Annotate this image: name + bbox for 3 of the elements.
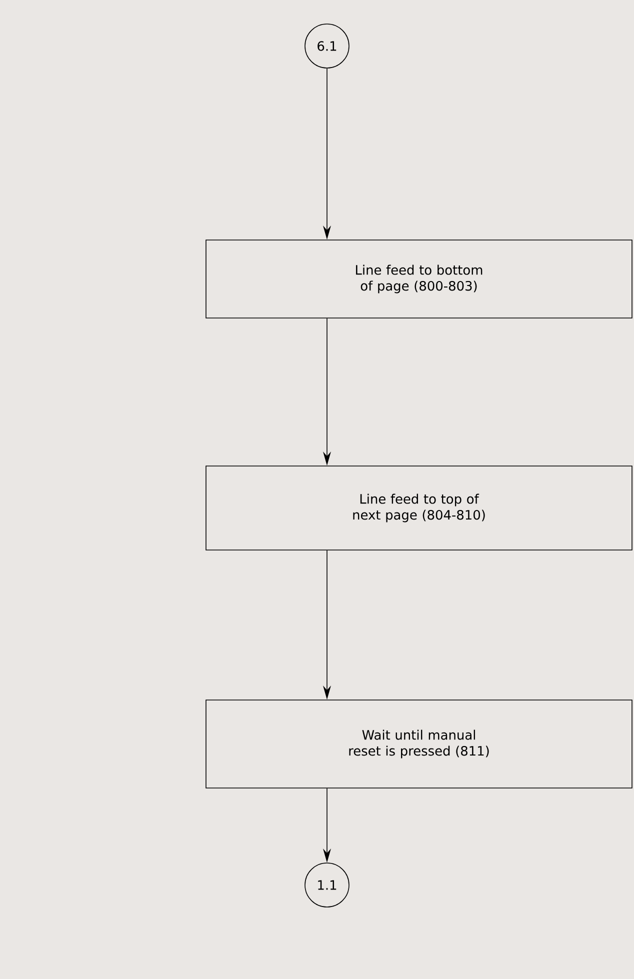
process-box: Line feed to bottom of page (800-803) [206,240,632,318]
process-box: Wait until manual reset is pressed (811) [206,700,632,788]
process-box: Line feed to top of next page (804-810) [206,466,632,550]
